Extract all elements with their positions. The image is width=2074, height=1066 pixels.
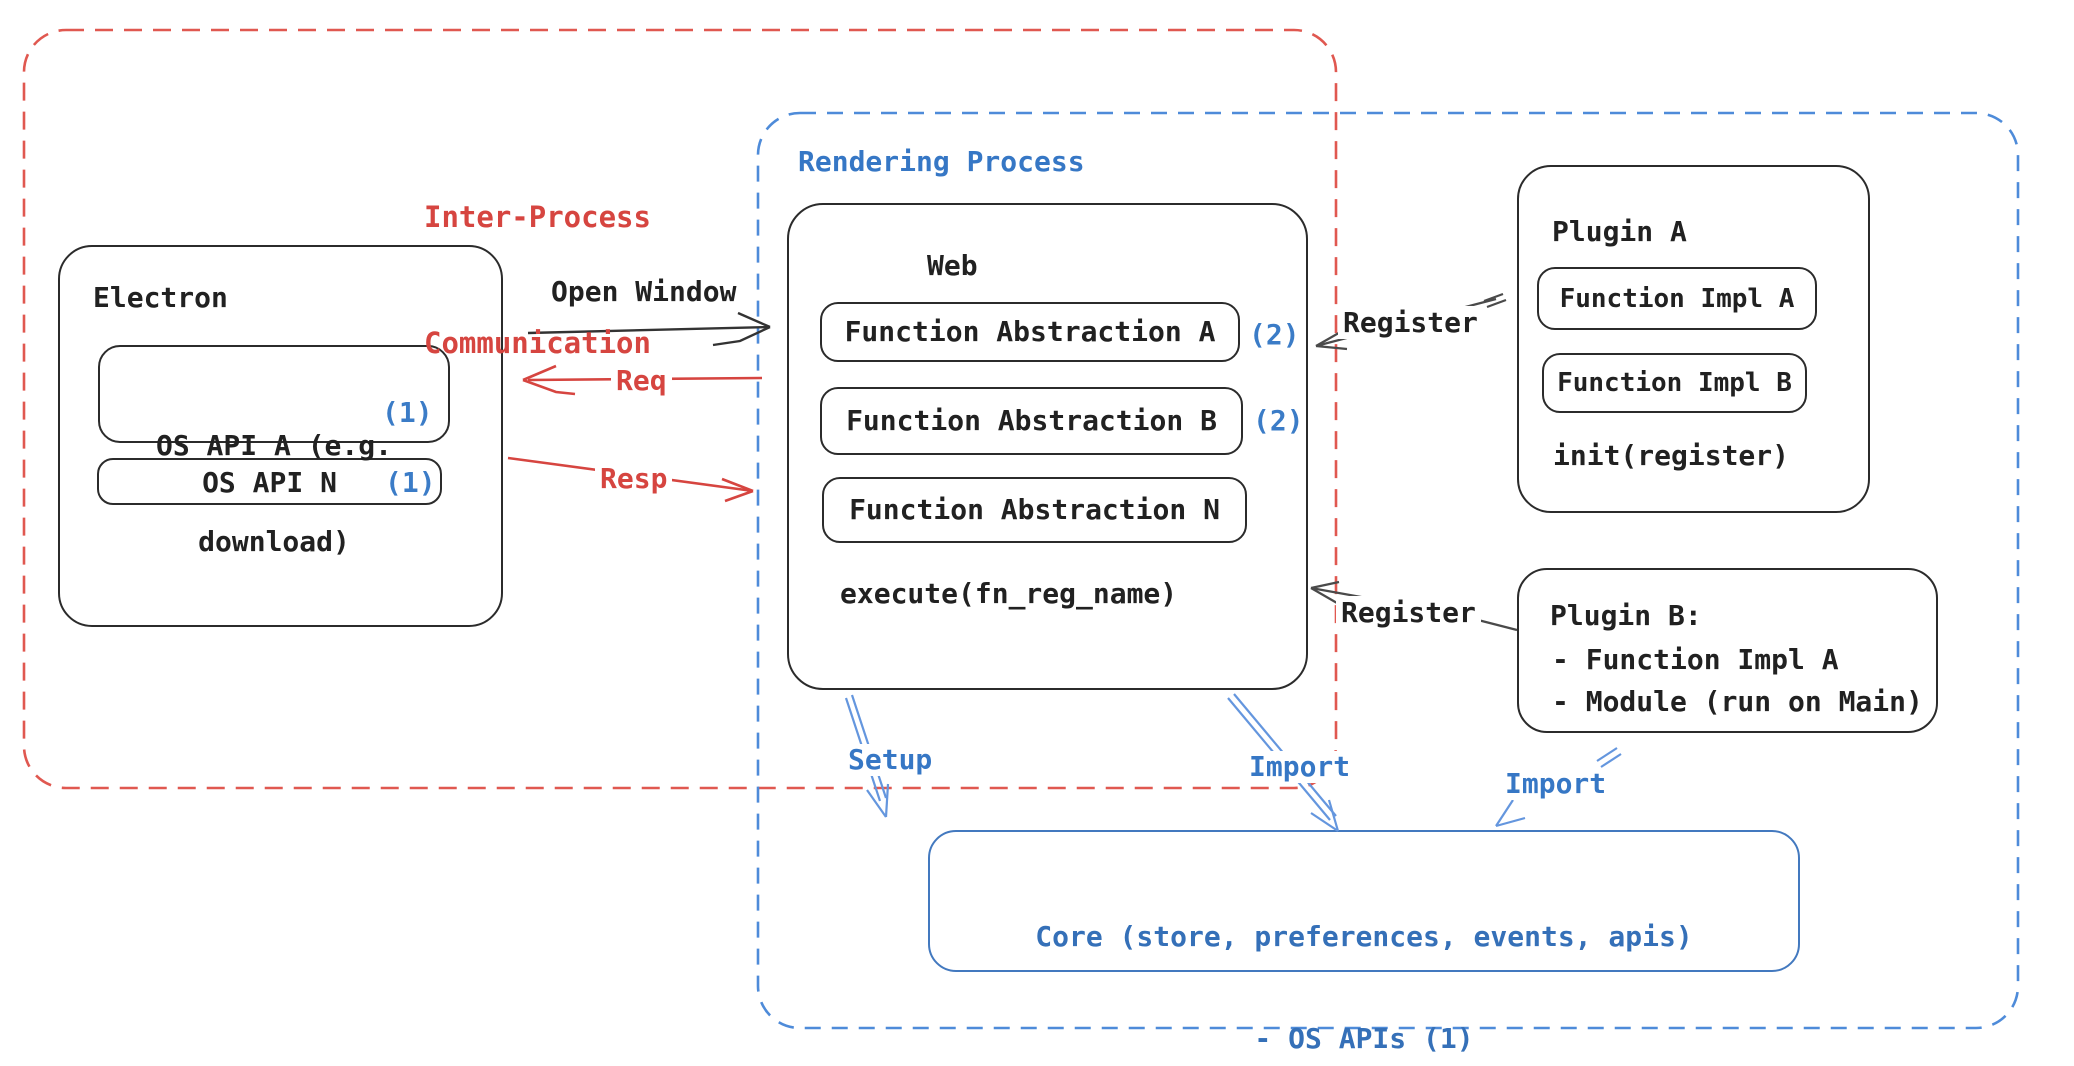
import-plugin-label: Import <box>1500 768 1612 800</box>
req-label: Req <box>611 365 672 397</box>
import-web-label: Import <box>1244 751 1356 783</box>
plugin-a-title: Plugin A <box>1552 215 1687 248</box>
function-impl-b-label: Function Impl B <box>1557 368 1792 398</box>
plugin-b-item2: - Module (run on Main) <box>1552 685 1923 718</box>
web-title: Web <box>927 249 978 282</box>
os-api-a-badge: (1) <box>382 396 433 429</box>
function-abstraction-a-label: Function Abstraction A <box>844 315 1216 348</box>
register-b-label: Register <box>1336 596 1481 629</box>
web-execute-label: execute(fn_reg_name) <box>840 577 1178 610</box>
core-line1: Core (store, preferences, events, apis) <box>1035 920 1693 953</box>
function-abstraction-n-label: Function Abstraction N <box>849 493 1220 526</box>
electron-title: Electron <box>93 281 228 314</box>
plugin-a-init-label: init(register) <box>1553 439 1790 472</box>
function-impl-a-label: Function Impl A <box>1559 283 1795 314</box>
core-label: Core (store, preferences, events, apis) … <box>928 852 1800 1066</box>
ipc-label-line1: Inter-Process <box>424 200 651 234</box>
resp-label: Resp <box>595 463 673 495</box>
function-abstraction-b-badge: (2) <box>1253 404 1304 437</box>
register-a-label: Register <box>1338 306 1483 339</box>
setup-label: Setup <box>843 744 938 776</box>
function-abstraction-a-badge: (2) <box>1249 318 1300 351</box>
core-line2: - OS APIs (1) <box>1254 1022 1474 1055</box>
os-api-a-line2: download) <box>198 525 350 558</box>
function-abstraction-b-label: Function Abstraction B <box>846 404 1217 437</box>
rendering-process-label: Rendering Process <box>798 145 1085 178</box>
plugin-b-title: Plugin B: <box>1550 599 1702 632</box>
os-api-a-line1: OS API A (e.g. <box>155 429 392 462</box>
plugin-b-item1: - Function Impl A <box>1552 643 1839 676</box>
os-api-n-badge: (1) <box>385 466 436 499</box>
open-window-label: Open Window <box>551 275 737 308</box>
ipc-label-line2: Communication <box>424 326 651 360</box>
